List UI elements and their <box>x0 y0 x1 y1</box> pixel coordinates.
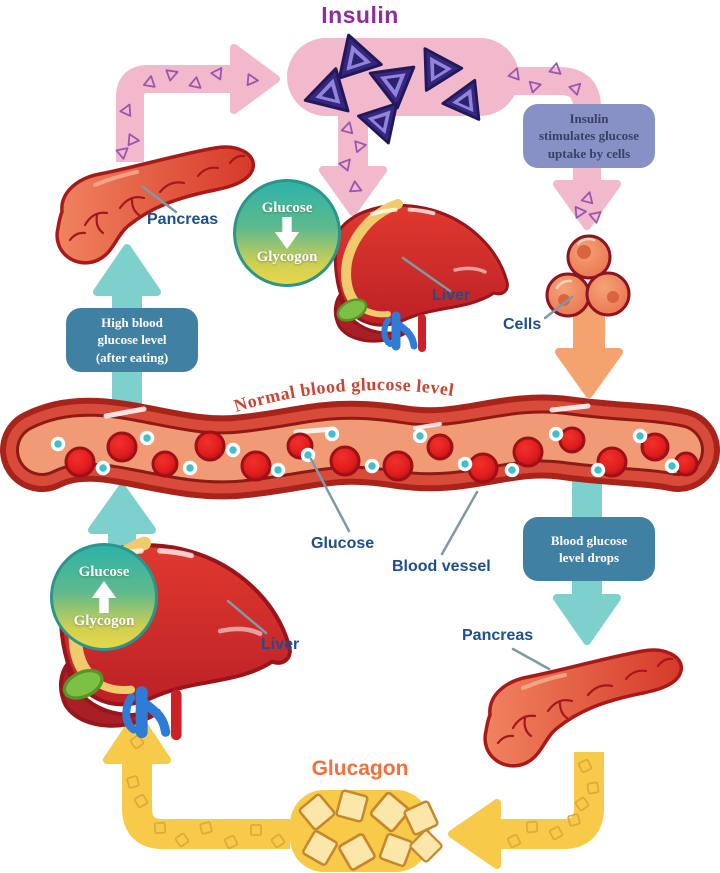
circle-top-text: Glucose <box>261 200 313 216</box>
glucose-dots <box>50 426 680 478</box>
liver-bottom-label: Liver <box>261 636 300 653</box>
pancreas-top <box>55 145 256 265</box>
circle-bottom-text: Glycogon <box>256 249 318 265</box>
glycogen-to-glucose-circle: Glucose Glycogon <box>50 543 158 651</box>
glucagon-title: Glucagon <box>311 757 409 780</box>
glucose-to-glycogen-circle: Glucose Glycogon <box>233 179 341 287</box>
high-glucose-callout: High blood glucose level (after eating) <box>66 308 198 372</box>
circle-top-text: Glucose <box>78 564 130 580</box>
glucagon-molecule-cluster <box>290 788 444 872</box>
leader-lines <box>141 185 574 671</box>
glucagon-molecule-icon <box>334 788 370 824</box>
pancreas-top-label: Pancreas <box>147 211 219 228</box>
glucose-drops-callout: Blood glucose level drops <box>523 517 655 581</box>
up-arrow-icon <box>91 581 117 613</box>
down-arrow-icon <box>274 217 300 249</box>
blood-vessel-label: Blood vessel <box>392 558 491 575</box>
body-cells <box>545 234 631 318</box>
blood-vessel <box>42 406 697 482</box>
red-blood-cells <box>64 426 699 484</box>
insulin-arrow-from-pancreas <box>116 44 280 162</box>
pancreas-bottom-label: Pancreas <box>462 627 534 644</box>
circle-bottom-text: Glycogon <box>73 613 135 629</box>
liver-top-label: Liver <box>432 287 471 304</box>
glucose-label: Glucose <box>311 535 375 552</box>
insulin-molecule-cluster <box>287 26 519 145</box>
glucagon-arrow-to-liver <box>103 711 290 849</box>
insulin-title: Insulin <box>321 2 399 28</box>
cells-label: Cells <box>503 316 542 333</box>
insulin-uptake-callout: Insulin stimulates glucose uptake by cel… <box>523 104 655 168</box>
liver-top <box>335 204 508 348</box>
pancreas-bottom <box>483 648 684 768</box>
